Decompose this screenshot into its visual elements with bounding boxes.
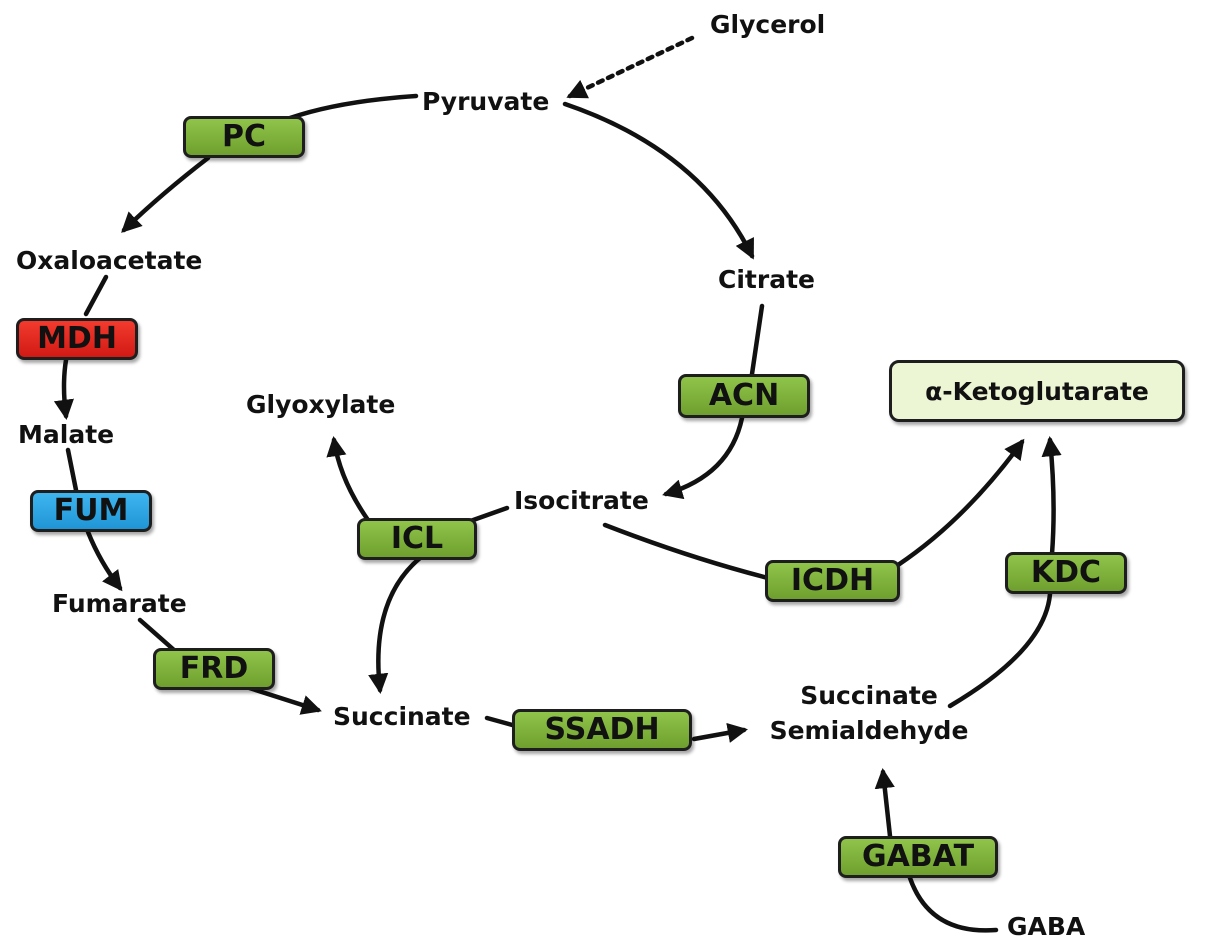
metabolite-citrate: Citrate [718, 265, 815, 294]
line-ssa-to-kdc [947, 591, 1053, 709]
arrow-icdh-to-akg [895, 438, 1025, 568]
line-citrate-to-acn [749, 303, 765, 377]
arrow-acn-to-isocitrate [662, 415, 745, 500]
enzyme-ssadh: SSADH [512, 709, 692, 751]
metabolite-gaba: GABA [1007, 912, 1086, 941]
arrow-pc-to-oxaloacetate [121, 155, 211, 233]
ssa-line-2: Semialdehyde [769, 716, 969, 745]
enzyme-gabat: GABAT [838, 836, 998, 878]
enzyme-icdh: ICDH [765, 560, 900, 602]
enzyme-acn: ACN [678, 374, 810, 418]
arrow-icl-to-succinate [368, 555, 423, 695]
arrow-ssadh-to-ssa [691, 722, 748, 743]
enzyme-fum: FUM [30, 490, 152, 532]
metabolite-malate: Malate [18, 420, 115, 449]
line-fumarate-to-frd [137, 617, 177, 653]
line-oxaloacetate-to-mdh [83, 274, 109, 317]
enzyme-mdh: MDH [16, 318, 138, 360]
line-succinate-to-ssadh [484, 715, 519, 729]
metabolite-glycerol: Glycerol [710, 10, 826, 39]
metabolite-alpha-ketoglutarate: α-Ketoglutarate [889, 360, 1185, 422]
enzyme-kdc: KDC [1005, 552, 1127, 594]
metabolite-pyruvate: Pyruvate [422, 87, 550, 116]
enzyme-pc: PC [183, 116, 305, 158]
arrow-pyruvate-to-citrate [562, 101, 755, 260]
metabolite-isocitrate: Isocitrate [514, 486, 649, 515]
arrow-mdh-to-malate [53, 357, 74, 421]
metabolite-succinate-semialdehyde: Succinate Semialdehyde [766, 678, 972, 748]
arrow-icl-to-glyoxylate [326, 435, 371, 523]
arrow-glycerol-to-pyruvate [566, 35, 695, 99]
metabolite-glyoxylate: Glyoxylate [246, 390, 396, 419]
enzyme-icl: ICL [357, 518, 477, 560]
metabolite-fumarate: Fumarate [52, 589, 187, 618]
arrow-gabat-to-ssa [874, 767, 895, 839]
metabolite-oxaloacetate: Oxaloacetate [16, 246, 203, 275]
arrow-fum-to-fumarate [85, 529, 123, 592]
line-malate-to-fum [65, 447, 79, 493]
enzyme-frd: FRD [153, 648, 275, 690]
metabolite-succinate: Succinate [333, 702, 471, 731]
ssa-line-1: Succinate [800, 681, 938, 710]
line-pyruvate-to-pc [287, 93, 419, 121]
arrow-kdc-to-akg [1041, 435, 1062, 557]
line-gaba-to-gabat [907, 875, 999, 933]
line-isocitrate-to-icdh [602, 522, 771, 581]
